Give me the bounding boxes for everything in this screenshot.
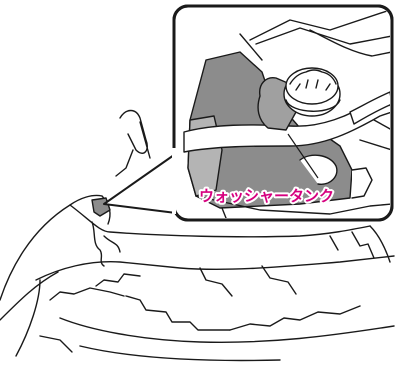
inset-view <box>172 4 394 222</box>
label-leader-line <box>287 133 319 179</box>
washer-tank-label: ウォッシャータンク <box>199 187 334 205</box>
engine-bay-drawing <box>0 109 395 362</box>
